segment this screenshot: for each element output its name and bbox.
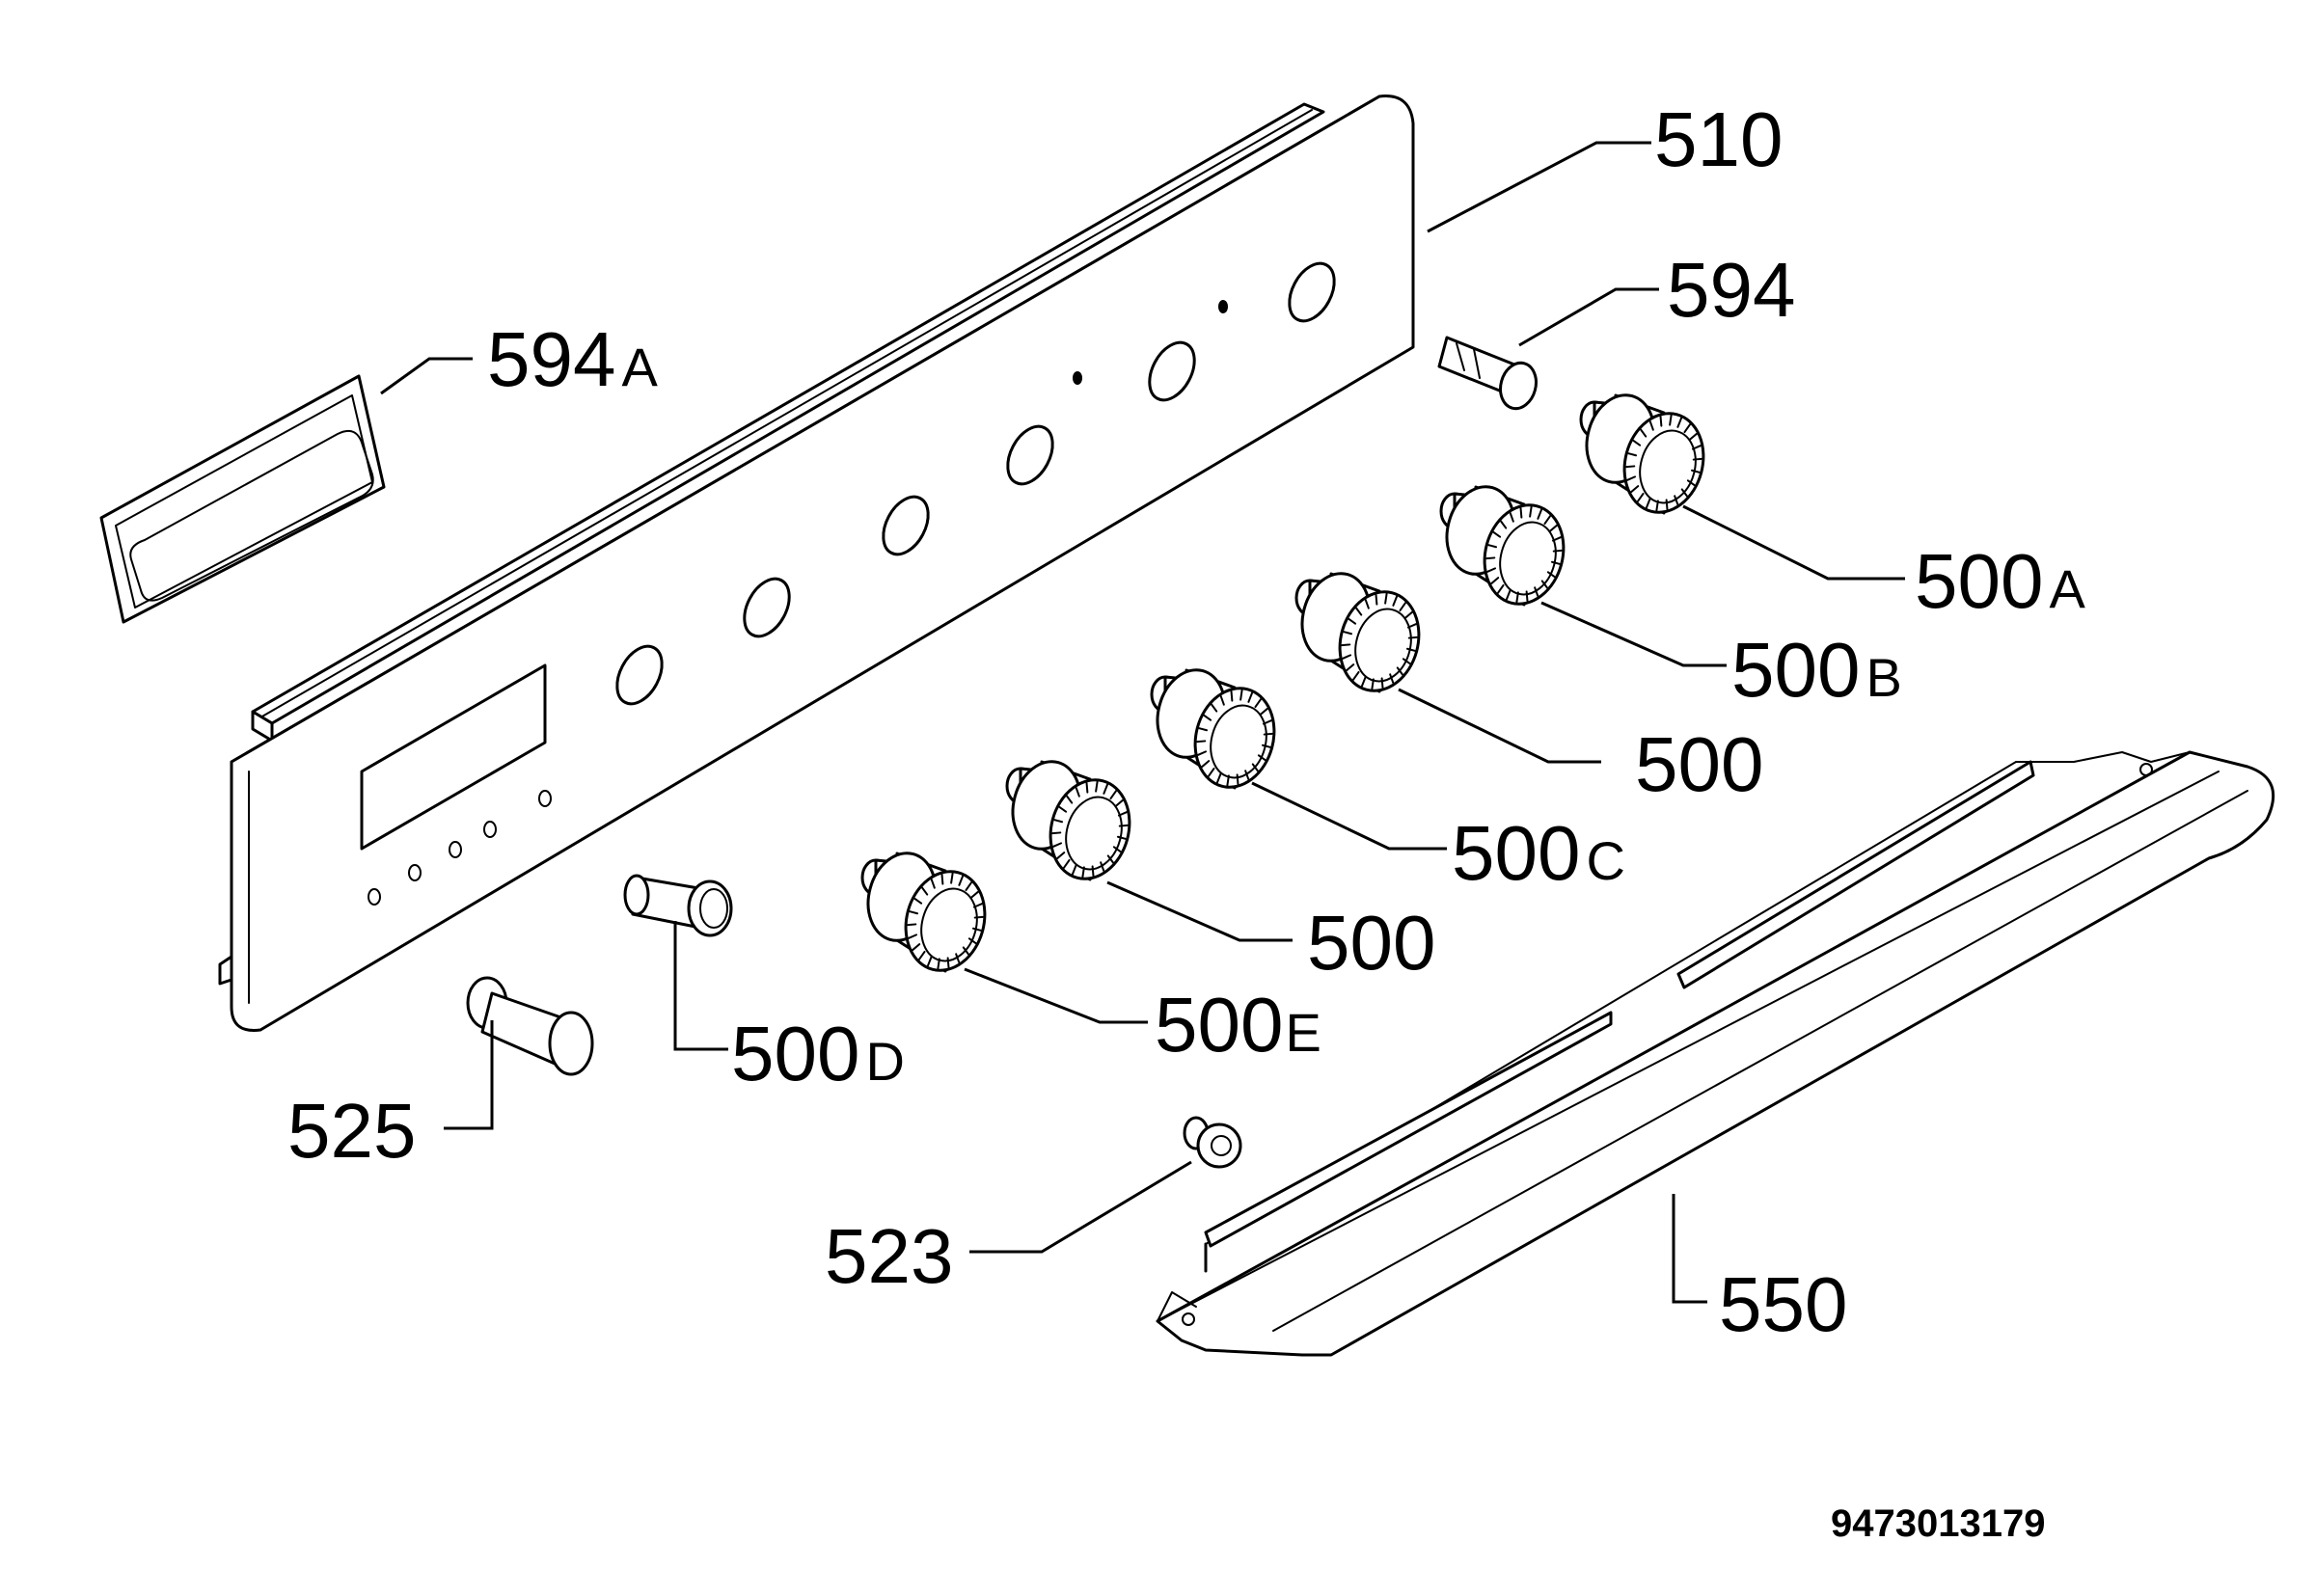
control-panel-part-510 bbox=[218, 95, 1415, 1032]
trim-strip-part-550 bbox=[1156, 750, 2275, 1357]
knob-holes bbox=[615, 261, 1336, 706]
knob-500b bbox=[1439, 485, 1566, 607]
indicator-lamp-part-594 bbox=[1437, 336, 1538, 411]
label-550: 550 bbox=[1719, 1261, 1847, 1347]
label-500e: 500E bbox=[1155, 982, 1321, 1068]
document-number: 9473013179 bbox=[1831, 1502, 2045, 1545]
bolt-part-525 bbox=[466, 976, 594, 1076]
label-523: 523 bbox=[825, 1213, 953, 1299]
display-window-part-594a bbox=[99, 374, 386, 624]
label-594: 594 bbox=[1667, 247, 1795, 333]
label-500-lower: 500 bbox=[1307, 900, 1435, 986]
knob-500e bbox=[860, 852, 987, 973]
screw-part-523 bbox=[1183, 1116, 1242, 1169]
label-510: 510 bbox=[1654, 96, 1783, 182]
knob-500-upper bbox=[1294, 572, 1421, 693]
knob-500-lower bbox=[1005, 760, 1131, 881]
label-525: 525 bbox=[287, 1088, 416, 1174]
leader-lines bbox=[380, 141, 1905, 1304]
knob-500a bbox=[1579, 393, 1705, 515]
knob-500c bbox=[1150, 668, 1276, 790]
panel-buttons bbox=[368, 790, 552, 906]
label-500-upper: 500 bbox=[1635, 721, 1763, 807]
control-knobs bbox=[860, 393, 1705, 973]
spindle-adapter-part-500d bbox=[623, 874, 733, 937]
